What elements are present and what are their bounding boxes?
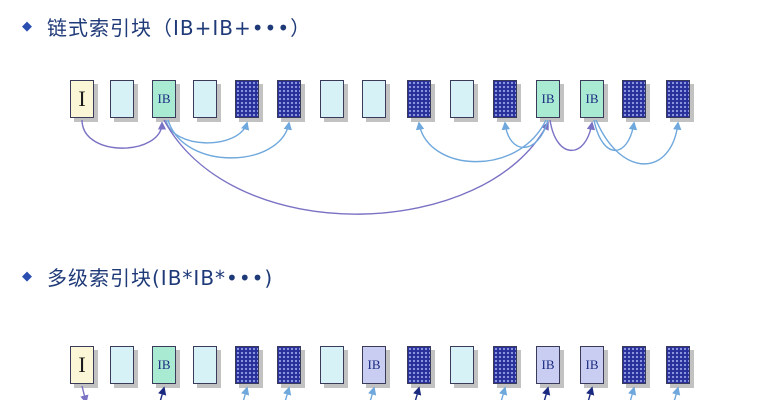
data-block bbox=[235, 346, 259, 384]
data-block bbox=[622, 80, 646, 118]
empty-block bbox=[110, 80, 134, 118]
data-block bbox=[666, 80, 690, 118]
bullet-diamond-icon: ◆ bbox=[22, 269, 33, 284]
empty-block bbox=[362, 80, 386, 118]
index-block: IB bbox=[536, 80, 560, 118]
data-block bbox=[493, 80, 517, 118]
index-block: IB bbox=[152, 346, 176, 384]
empty-block bbox=[193, 346, 217, 384]
data-block bbox=[235, 80, 259, 118]
index-block: IB bbox=[362, 346, 386, 384]
data-block bbox=[277, 80, 301, 118]
multilevel-index-block-row: I IB IB IB IB bbox=[0, 346, 769, 394]
empty-block bbox=[320, 346, 344, 384]
ib-chain-link-arrow bbox=[163, 119, 549, 215]
section-1-title: 链式索引块（IB+IB+•••） bbox=[47, 16, 312, 40]
bullet-diamond-icon: ◆ bbox=[22, 19, 33, 34]
data-block bbox=[407, 346, 431, 384]
index-block: IB bbox=[536, 346, 560, 384]
empty-block bbox=[320, 80, 344, 118]
empty-block bbox=[450, 346, 474, 384]
index-block: IB bbox=[152, 80, 176, 118]
section-2-heading: ◆ 多级索引块(IB*IB*•••) bbox=[22, 262, 273, 291]
inode-block: I bbox=[70, 346, 94, 384]
section-1-heading: ◆ 链式索引块（IB+IB+•••） bbox=[22, 12, 311, 41]
chained-index-block-row: I IB IB IB bbox=[0, 80, 769, 128]
empty-block bbox=[450, 80, 474, 118]
data-block bbox=[666, 346, 690, 384]
index-block: IB bbox=[580, 80, 604, 118]
data-block bbox=[622, 346, 646, 384]
section-2-title: 多级索引块(IB*IB*•••) bbox=[47, 266, 274, 290]
data-block bbox=[277, 346, 301, 384]
data-block bbox=[493, 346, 517, 384]
inode-block: I bbox=[70, 80, 94, 118]
index-block: IB bbox=[580, 346, 604, 384]
data-block bbox=[407, 80, 431, 118]
empty-block bbox=[193, 80, 217, 118]
empty-block bbox=[110, 346, 134, 384]
